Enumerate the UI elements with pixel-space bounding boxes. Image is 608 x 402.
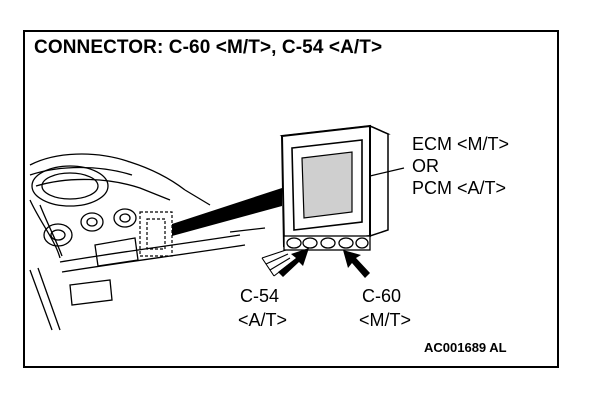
module-label-or: OR — [412, 156, 439, 176]
connector-block — [283, 235, 371, 251]
dashboard-outline — [29, 153, 266, 331]
arrow-c54 — [278, 248, 309, 277]
module-label-pcm: PCM <A/T> — [412, 178, 507, 198]
connector-c54-type: <A/T> — [238, 310, 288, 330]
callout-pointer — [172, 188, 282, 236]
module-label-ecm: ECM <M/T> — [412, 134, 510, 154]
connector-c60-type: <M/T> — [359, 310, 412, 330]
diagram-title: CONNECTOR: C-60 <M/T>, C-54 <A/T> — [34, 37, 383, 58]
connector-c54-label: C-54 — [240, 286, 280, 306]
figure-code: AC001689 AL — [424, 340, 507, 355]
connector-c60-label: C-60 — [362, 286, 402, 306]
module-location-marker — [139, 211, 173, 257]
arrow-c60 — [343, 250, 370, 278]
ecm-pcm-module — [279, 124, 405, 248]
